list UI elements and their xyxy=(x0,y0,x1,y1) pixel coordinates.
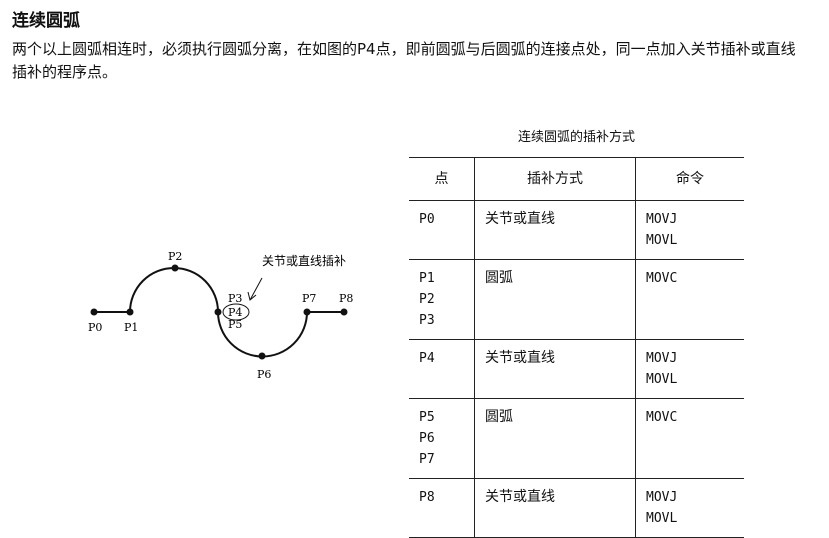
cmds-value: MOVL xyxy=(646,511,678,526)
section-title: 连续圆弧 xyxy=(12,11,80,31)
cmds-value: MOVJ xyxy=(646,490,678,505)
table-row: P4 关节或直线 MOVJ MOVL xyxy=(409,339,744,399)
label-p4: P4 xyxy=(228,306,242,319)
cmds-value: MOVL xyxy=(646,233,678,248)
table-header: 点 插补方式 命令 xyxy=(409,157,744,201)
cell-mode: 圆弧 xyxy=(474,398,636,479)
cell-points: P0 xyxy=(409,200,475,260)
cmds-value: MOVC xyxy=(646,271,678,286)
cell-points: P8 xyxy=(409,478,475,538)
label-p2: P2 xyxy=(168,250,182,263)
description: 两个以上圆弧相连时，必须执行圆弧分离，在如图的P4点，即前圆弧与后圆弧的连接点处… xyxy=(12,40,796,81)
label-p5: P5 xyxy=(228,318,242,331)
cmds-value: MOVL xyxy=(646,372,678,387)
mode-value: 关节或直线 xyxy=(485,489,555,505)
annotation-label: 关节或直线插补 xyxy=(262,254,346,268)
point-p7 xyxy=(303,308,311,316)
cell-mode: 圆弧 xyxy=(474,259,636,340)
point-p1 xyxy=(126,308,134,316)
cell-cmds: MOVJ MOVL xyxy=(635,339,744,399)
annotation-arrow xyxy=(249,277,263,301)
cell-cmds: MOVC xyxy=(635,398,744,479)
cell-cmds: MOVJ MOVL xyxy=(635,200,744,260)
table-row: P0 关节或直线 MOVJ MOVL xyxy=(409,200,744,260)
points-value: P1 xyxy=(419,271,435,286)
label-p8: P8 xyxy=(339,292,353,305)
point-p8 xyxy=(340,308,348,316)
cmds-value: MOVJ xyxy=(646,212,678,227)
points-value: P6 xyxy=(419,431,435,446)
label-p7: P7 xyxy=(302,292,316,305)
points-value: P5 xyxy=(419,410,435,425)
table-caption: 连续圆弧的插补方式 xyxy=(517,130,635,145)
table-row: P8 关节或直线 MOVJ MOVL xyxy=(409,478,744,538)
mode-value: 关节或直线 xyxy=(485,350,555,366)
p4-highlight-ellipse xyxy=(222,303,250,321)
continuous-arc-diagram: P0 P1 P2 P3 P4 P5 P6 P7 P8 关节或直线插补 xyxy=(88,250,353,381)
points-value: P4 xyxy=(419,351,435,366)
points-value: P3 xyxy=(419,313,435,328)
cmds-value: MOVC xyxy=(646,410,678,425)
cell-cmds: MOVC xyxy=(635,259,744,340)
cell-cmds: MOVJ MOVL xyxy=(635,478,744,538)
arc-upper xyxy=(129,267,219,313)
mode-value: 圆弧 xyxy=(485,270,513,286)
cell-mode: 关节或直线 xyxy=(474,339,636,399)
cmds-value: MOVJ xyxy=(646,351,678,366)
point-p0 xyxy=(90,308,98,316)
mode-value: 圆弧 xyxy=(485,409,513,425)
header-point: 点 xyxy=(409,157,475,201)
points-value: P2 xyxy=(419,292,435,307)
label-p0: P0 xyxy=(88,321,102,334)
point-p4 xyxy=(214,308,222,316)
points-value: P0 xyxy=(419,212,435,227)
label-p3: P3 xyxy=(228,292,242,305)
mode-value: 关节或直线 xyxy=(485,211,555,227)
point-p6 xyxy=(258,352,266,360)
cell-points: P4 xyxy=(409,339,475,399)
cell-mode: 关节或直线 xyxy=(474,200,636,260)
header-command: 命令 xyxy=(635,157,744,201)
header-mode: 插补方式 xyxy=(474,157,636,201)
point-p2 xyxy=(171,264,179,272)
label-p1: P1 xyxy=(124,321,138,334)
points-value: P8 xyxy=(419,490,435,505)
points-value: P7 xyxy=(419,452,435,467)
cell-mode: 关节或直线 xyxy=(474,478,636,538)
label-p6: P6 xyxy=(257,368,271,381)
